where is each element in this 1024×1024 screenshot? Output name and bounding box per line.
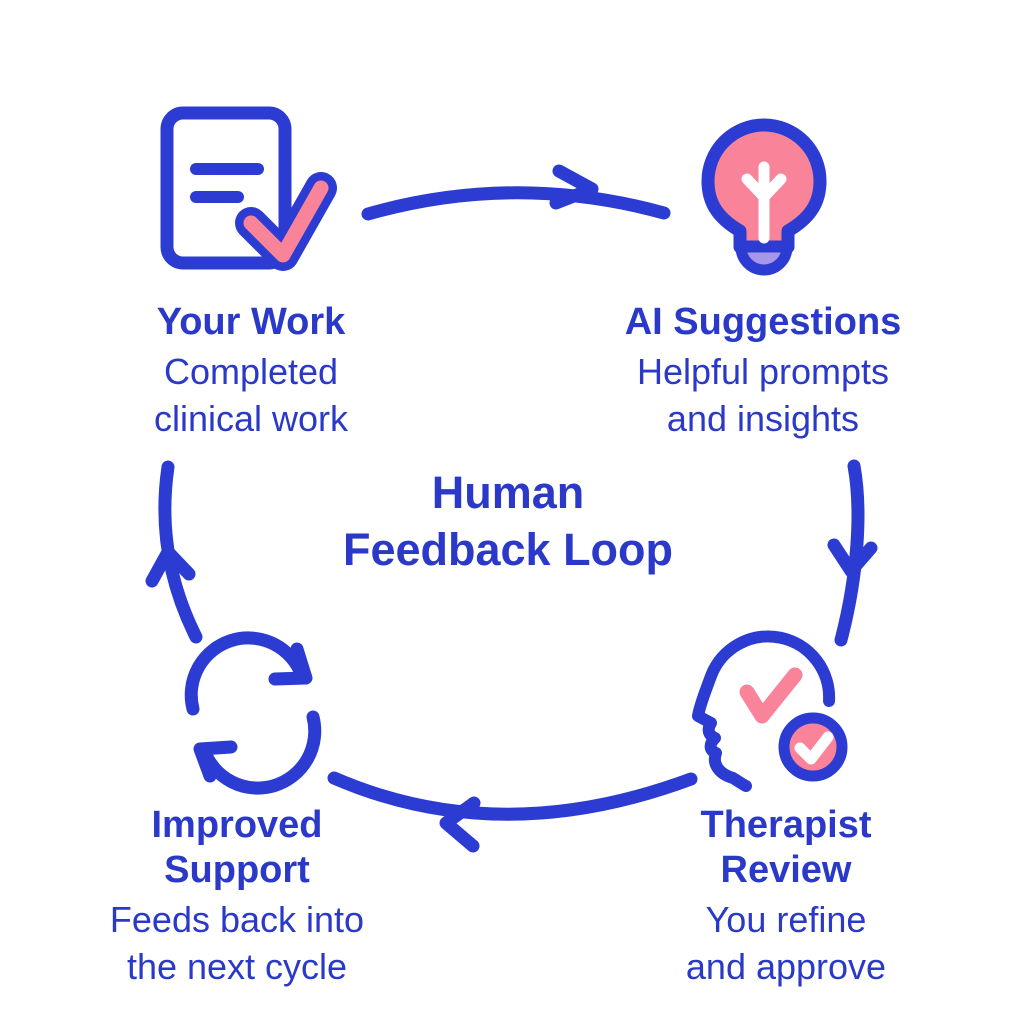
refresh-cycle-icon	[184, 631, 322, 795]
node-your-work-subtitle-line1: Completed	[163, 351, 339, 392]
node-therapist-review-subtitle-line2: and approve	[685, 946, 887, 987]
diagram-title-line2: Feedback Loop	[342, 524, 674, 575]
node-therapist-review-title-line1: Therapist	[700, 804, 872, 846]
node-therapist-review-title-line2: Review	[720, 849, 852, 891]
arrow-top-right-icon	[361, 164, 671, 221]
diagram-title-line1: Human	[431, 467, 585, 518]
node-ai-suggestions-title: AI Suggestions	[624, 301, 902, 343]
node-your-work-title: Your Work	[156, 301, 346, 343]
node-improved-support: Improved Support Feeds back into the nex…	[110, 803, 364, 990]
node-therapist-review-subtitle-line1: You refine	[705, 899, 867, 940]
node-ai-suggestions-subtitle-line2: and insights	[666, 398, 860, 439]
lightbulb-filament	[741, 161, 787, 244]
node-your-work: Your Work Completed clinical work	[154, 300, 348, 442]
node-improved-support-title-line1: Improved	[151, 804, 323, 846]
node-ai-suggestions-subtitle-line1: Helpful prompts	[636, 351, 890, 392]
node-ai-suggestions: AI Suggestions Helpful prompts and insig…	[625, 300, 902, 442]
node-improved-support-subtitle-line1: Feeds back into	[109, 899, 365, 940]
arrow-bottom-left-icon	[327, 771, 698, 853]
node-your-work-subtitle-line2: clinical work	[153, 398, 349, 439]
node-improved-support-title-line2: Support	[164, 849, 310, 891]
document-check-icon	[160, 106, 337, 271]
diagram-title: Human Feedback Loop	[343, 464, 673, 578]
arrow-left-up-icon	[145, 460, 203, 644]
therapist-head-check-icon	[692, 630, 848, 792]
node-therapist-review: Therapist Review You refine and approve	[686, 803, 886, 990]
lightbulb-icon	[701, 118, 827, 276]
arrow-right-down-icon	[827, 459, 878, 647]
node-improved-support-subtitle-line2: the next cycle	[126, 946, 348, 987]
